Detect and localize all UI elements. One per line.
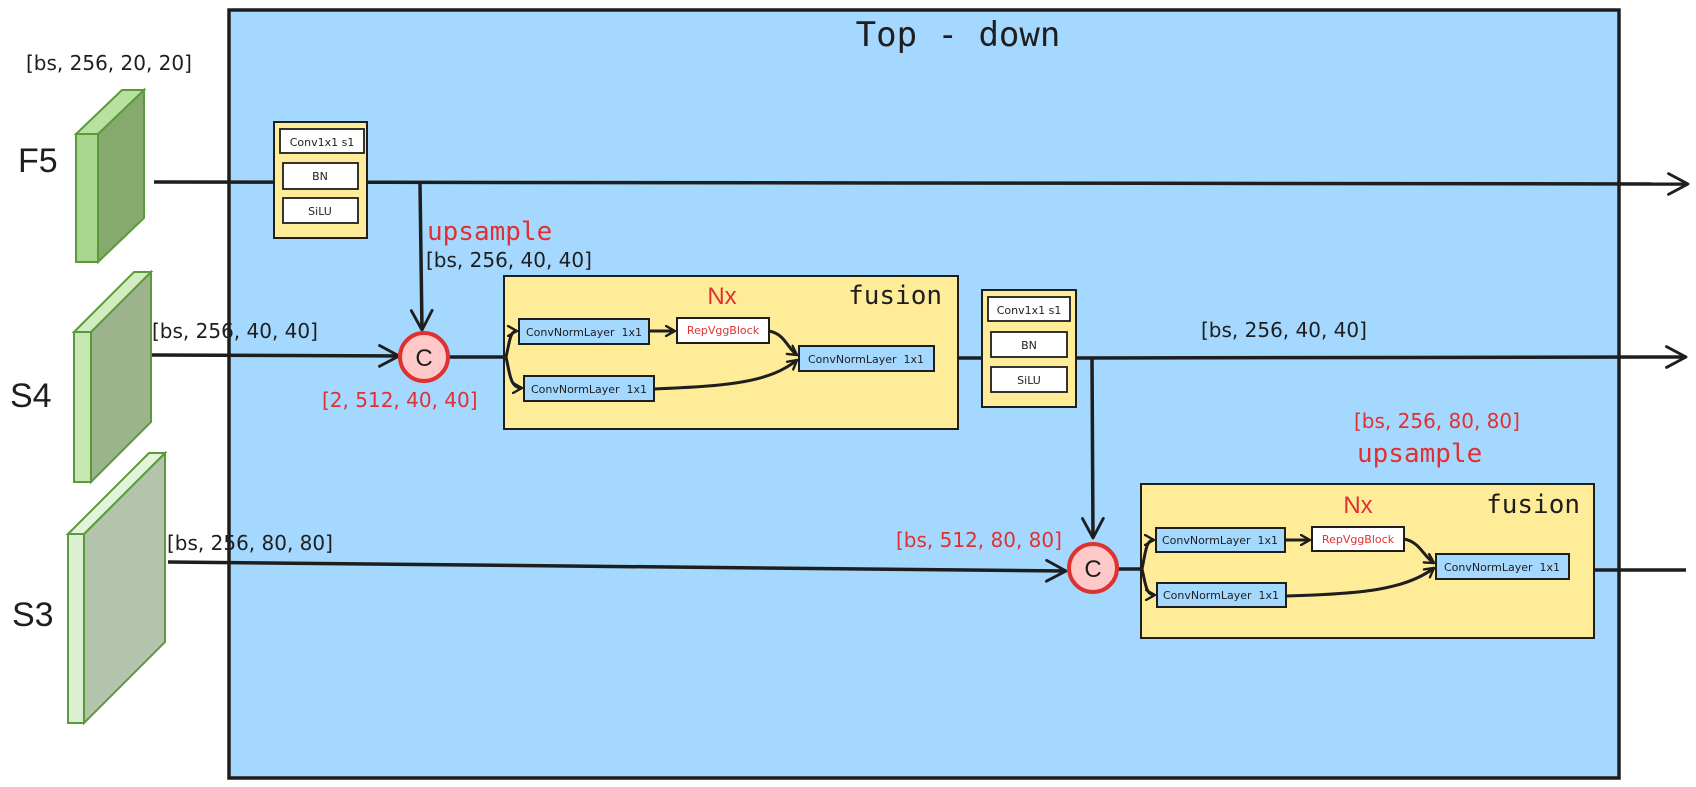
lateral1-silu-label: SiLU	[308, 205, 332, 218]
s4-flow-arrow	[151, 344, 401, 368]
concat-shape-2: [bs, 512, 80, 80]	[896, 528, 1062, 552]
fusion-block-1	[503, 275, 959, 430]
upsample-arrow-1	[409, 183, 434, 332]
lateral2-conv	[987, 296, 1071, 322]
concat-shape-1: [2, 512, 40, 40]	[322, 388, 478, 412]
input-s3	[65, 450, 168, 726]
fusion1-title: fusion	[848, 281, 942, 311]
fusion2-title: fusion	[1486, 490, 1580, 520]
panel-title: Top - down	[856, 15, 1061, 55]
input-label-s4: S4	[10, 377, 52, 415]
fusion2-top-conv	[1155, 527, 1286, 553]
fusion2-bottom-conv-label: ConvNormLayer 1x1	[1163, 589, 1279, 602]
upsample-shape-2: [bs, 256, 80, 80]	[1354, 409, 1520, 433]
input-shape-f5: [bs, 256, 20, 20]	[26, 51, 192, 75]
fusion2-rep-block-label: RepVggBlock	[1322, 533, 1395, 546]
upsample-label-2: upsample	[1357, 439, 1482, 469]
fusion1-out-conv	[798, 345, 935, 372]
input-shape-s3: [bs, 256, 80, 80]	[167, 531, 333, 555]
s3-flow-arrow	[167, 558, 1068, 583]
upsample-arrow-2	[1081, 358, 1105, 540]
fusion2-out-conv	[1435, 553, 1570, 580]
lateral1-conv	[279, 128, 365, 154]
concat-symbol-2: C	[1084, 556, 1101, 583]
fusion2-repeat: Nx	[1343, 492, 1372, 519]
fusion2-top-conv-label: ConvNormLayer 1x1	[1162, 534, 1278, 547]
input-label-f5: F5	[18, 142, 58, 180]
lateral1-silu	[282, 197, 359, 224]
p4-output-arrow	[1075, 345, 1688, 369]
concat-node-2	[1067, 542, 1119, 594]
fusion1-rep-block	[676, 317, 770, 344]
upsample-shape-1: [bs, 256, 40, 40]	[426, 248, 592, 272]
concat-symbol-1: C	[415, 345, 432, 372]
upsample-label-1: upsample	[427, 217, 552, 247]
lateral1-conv-label: Conv1x1 s1	[290, 136, 355, 149]
fusion-block-2	[1140, 483, 1595, 639]
input-label-s3: S3	[12, 596, 54, 634]
lateral2-bn	[990, 331, 1068, 358]
lateral-block-1	[273, 121, 368, 239]
lateral2-silu-label: SiLU	[1017, 374, 1041, 387]
lateral-block-2	[981, 289, 1077, 408]
fusion2-out-conv-label: ConvNormLayer 1x1	[1444, 561, 1560, 574]
fusion1-bottom-conv-label: ConvNormLayer 1x1	[531, 383, 647, 396]
input-f5	[73, 87, 147, 265]
input-shape-s4: [bs, 256, 40, 40]	[152, 319, 318, 343]
lateral2-silu	[990, 366, 1068, 393]
lateral1-bn-label: BN	[312, 170, 328, 183]
concat-node-1	[398, 331, 450, 383]
fusion1-top-conv	[518, 318, 650, 345]
input-s4	[71, 269, 154, 485]
lateral1-bn	[282, 162, 359, 190]
lateral2-conv-label: Conv1x1 s1	[997, 304, 1062, 317]
fusion1-out-conv-label: ConvNormLayer 1x1	[808, 353, 924, 366]
fusion1-rep-block-label: RepVggBlock	[687, 324, 760, 337]
fusion1-repeat: Nx	[707, 283, 736, 310]
fusion1-top-conv-label: ConvNormLayer 1x1	[526, 326, 642, 339]
p4-output-shape: [bs, 256, 40, 40]	[1201, 318, 1367, 342]
f5-flow-arrow	[153, 172, 1690, 196]
lateral2-bn-label: BN	[1021, 339, 1037, 352]
